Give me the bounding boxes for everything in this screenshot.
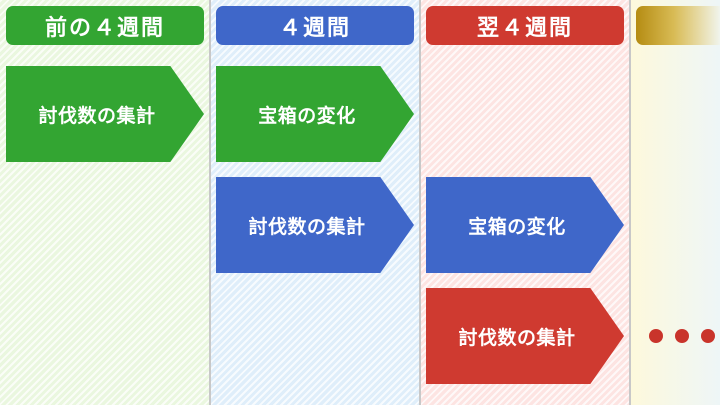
arrow-defeat-count-tally: 討伐数の集計 bbox=[6, 66, 204, 162]
ellipsis-icon bbox=[649, 329, 715, 343]
header-continuation bbox=[636, 6, 720, 45]
column-divider bbox=[209, 0, 211, 405]
column-continuation bbox=[631, 0, 720, 405]
arrow-treasure-chest-change: 宝箱の変化 bbox=[216, 66, 414, 162]
arrow-defeat-count-tally: 討伐数の集計 bbox=[216, 177, 414, 273]
dot bbox=[675, 329, 689, 343]
column-previous-4-weeks bbox=[0, 0, 209, 405]
arrow-defeat-count-tally: 討伐数の集計 bbox=[426, 288, 624, 384]
column-divider bbox=[629, 0, 631, 405]
arrow-treasure-chest-change: 宝箱の変化 bbox=[426, 177, 624, 273]
column-divider bbox=[419, 0, 421, 405]
dot bbox=[701, 329, 715, 343]
header-next-4-weeks: 翌４週間 bbox=[426, 6, 624, 45]
dot bbox=[649, 329, 663, 343]
header-4-weeks: ４週間 bbox=[216, 6, 414, 45]
header-previous-4-weeks: 前の４週間 bbox=[6, 6, 204, 45]
